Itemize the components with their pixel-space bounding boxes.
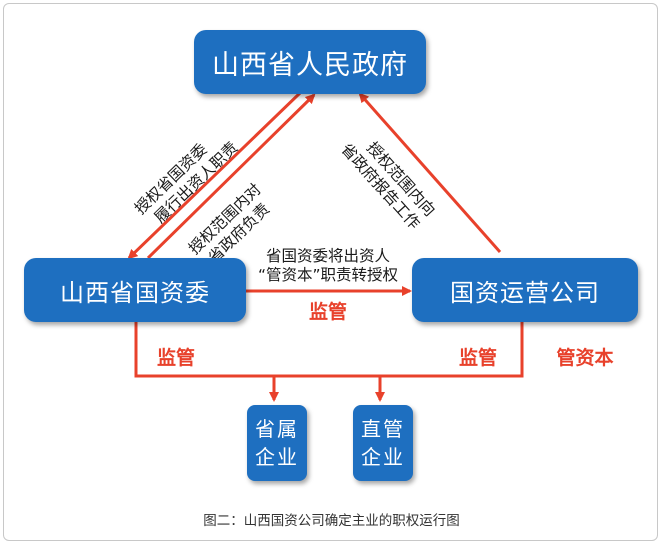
node-provincial-enterprise: 省属 企业	[247, 405, 307, 481]
label-supervise-right: 监管	[459, 346, 497, 369]
node-direct-enterprise-line1: 直管	[361, 417, 405, 441]
node-sasac-label: 山西省国资委	[60, 278, 210, 307]
figure-caption: 图二：山西国资公司确定主业的职权运行图	[203, 513, 460, 529]
label-delegate-line2: “管资本”职责转授权	[258, 266, 398, 284]
arrow-gov-to-sasac	[127, 91, 302, 260]
node-provincial-government-label: 山西省人民政府	[212, 49, 408, 81]
label-supervise-left: 监管	[157, 346, 195, 369]
label-supervise-mid: 监管	[309, 300, 347, 323]
node-sasac: 山西省国资委	[24, 258, 246, 322]
node-direct-enterprise: 直管 企业	[353, 405, 413, 481]
label-operator-report: 授权范围内向 省政府报告工作	[337, 139, 438, 233]
label-manage-capital: 管资本	[556, 346, 613, 369]
node-provincial-government: 山西省人民政府	[194, 30, 426, 94]
diagram-frame	[3, 3, 658, 541]
node-provincial-enterprise-line1: 省属	[255, 417, 299, 441]
arrow-sasac-to-gov	[146, 93, 316, 260]
arrow-operator-to-gov	[358, 92, 502, 253]
node-capital-operator: 国资运营公司	[412, 258, 638, 322]
node-provincial-enterprise-line2: 企业	[255, 445, 299, 469]
label-delegate-line1: 省国资委将出资人	[266, 247, 390, 265]
node-direct-enterprise-line2: 企业	[361, 445, 405, 469]
supervision-line	[134, 322, 524, 378]
node-capital-operator-label: 国资运营公司	[450, 278, 600, 307]
